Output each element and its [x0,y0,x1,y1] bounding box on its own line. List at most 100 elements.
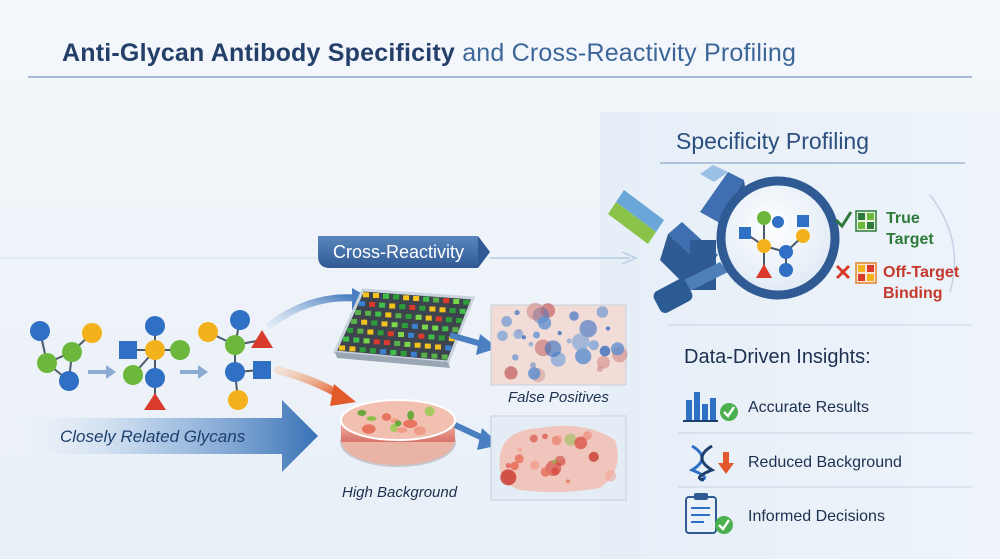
stain-blob [505,462,511,469]
lens-glycan [739,211,810,278]
stain-blob [528,367,541,380]
true-target-icon [834,210,877,232]
stain-blob [540,467,551,477]
stain-blob [597,355,610,369]
cross-reactivity-pill [318,236,490,268]
stain-blob [588,451,599,462]
glycan-arrow-2-head [198,365,208,379]
microarray-spot [373,339,380,345]
magnifier-lens [716,176,840,300]
right-swoosh [929,194,956,293]
stain-blob [564,433,577,446]
colony-blob [424,406,435,417]
colony-blob [394,420,402,427]
stain-blob [542,433,548,440]
off-target-label-line2: Binding [883,285,943,302]
right-panel [600,112,1000,559]
microarray-chip [332,288,476,368]
microarray-spot [419,305,426,311]
microarray-spot [398,332,404,337]
stain-blob [557,435,562,439]
microarray-spot [375,311,382,317]
microarray-spot [404,341,411,347]
microarray-spot [400,350,407,356]
microarray-spot [351,318,358,324]
stain-blob [579,320,597,338]
microarray-spot [411,323,418,329]
microarray-spot [410,351,417,357]
arrow-to-microarray [266,294,359,329]
closely-related-glycans-label: Closely Related Glycans [60,427,246,446]
title-bold-part: Anti-Glycan Antibody Specificity [62,39,456,67]
microarray-spot [408,332,415,338]
microarray-spot [343,336,350,342]
stain-blob [530,460,540,470]
microarray-spot [380,349,387,355]
stain-blob [501,316,512,327]
microarray-spot [385,312,392,318]
stain-blob [517,447,523,453]
microarray-spot [423,296,430,302]
arrow-to-dish-head [330,384,356,406]
insight-accurate-results: Accurate Results [748,399,869,416]
stain-blob [596,366,603,372]
page-title: Anti-Glycan Antibody Specificity and Cro… [62,39,796,68]
stain-blob [557,330,562,336]
microarray-spot [394,341,401,346]
colony-blob [390,424,398,433]
bar-chart-check-icon [683,392,738,422]
microarray-spot [359,347,366,353]
insights-title: Data-Driven Insights: [684,346,871,368]
glycan-structure-1 [30,321,102,391]
off-target-label-line1: Off-Target [883,264,960,281]
stain-blob [512,354,519,361]
stain-blob [528,341,534,347]
microarray-spot [391,322,398,328]
stain-blob [530,362,536,369]
title-light-part: and Cross-Reactivity Profiling [462,39,797,67]
stain-blob [604,470,617,482]
insight-informed-decisions: Informed Decisions [748,508,885,525]
microarray-spot [359,301,365,307]
microarray-spot [395,313,402,319]
stain-blob [538,316,552,330]
microarray-spot [389,303,396,309]
microarray-spot [452,327,459,333]
stain-blob [514,454,524,464]
stain-blob [504,366,518,380]
stain-blob [565,479,571,484]
microarray-spot [383,293,389,299]
microarray-spot [339,345,346,351]
cross-reactivity-label: Cross-Reactivity [333,242,465,262]
insight-reduced-background: Reduced Background [748,454,902,471]
stain-blob [526,302,545,321]
stain-blob [521,335,527,340]
colony-blob [381,413,392,421]
pill-connector-arrow [621,251,638,265]
stain-blob [569,311,579,321]
stain-blob [588,340,599,351]
microarray-spot [415,314,422,320]
microarray-spot [424,343,431,349]
stain-blob [510,461,519,471]
microarray-spot [377,330,384,336]
stain-blob [571,333,590,351]
microarray-spot [357,328,364,334]
microarray-spot [373,293,379,298]
true-target-label-line1: True [886,210,920,227]
microarray-spot [443,298,450,304]
stain-blob [554,455,566,466]
petri-dish [340,399,456,467]
microarray-spot [445,317,452,323]
high-background-label: High Background [342,484,458,501]
stain-blob [599,345,611,357]
stain-blob [529,434,538,443]
microarray-spot [379,302,386,308]
microarray-spot [390,350,397,355]
microarray-spot [349,346,356,352]
microarray-spot [367,329,374,335]
microarray-spot [453,299,460,304]
microarray-spot [438,335,445,341]
microarray-spot [435,316,442,322]
stain-blob [500,469,517,486]
